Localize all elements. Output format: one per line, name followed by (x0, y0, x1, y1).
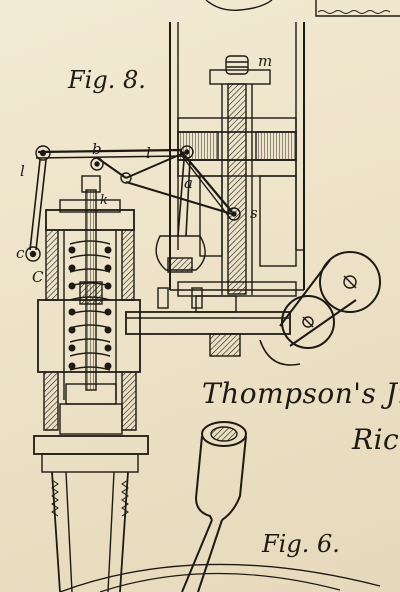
part-letter-k: k (100, 193, 108, 208)
part-letter-l-right: l (146, 144, 151, 162)
fig6-tool (59, 421, 381, 592)
top-fragment-box (315, 0, 400, 17)
pencil-arm (35, 145, 241, 237)
pencil-holder (155, 235, 206, 309)
top-fragment-wave (317, 10, 391, 14)
caption-line1: Thompson's Jndic (202, 377, 400, 410)
part-letter-c-upper: C (32, 268, 44, 286)
fig6-label: Fig. 6. (262, 530, 340, 558)
left-link (25, 159, 47, 262)
top-fragment-curve (205, 0, 273, 11)
part-letter-b: b (92, 140, 102, 158)
part-letter-c-lower: c (16, 244, 25, 262)
part-letter-a: a (184, 174, 193, 192)
piston-cylinder (169, 22, 305, 297)
part-letter-m: m (258, 52, 273, 70)
fig8-label: Fig. 8. (68, 66, 146, 94)
part-letter-l-left: l (20, 162, 25, 180)
drum-pulley (259, 251, 381, 366)
caption-line2: Rich (352, 423, 400, 456)
connecting-pipe (125, 295, 291, 357)
indicator-body (33, 175, 149, 592)
part-letter-s: s (250, 204, 258, 222)
